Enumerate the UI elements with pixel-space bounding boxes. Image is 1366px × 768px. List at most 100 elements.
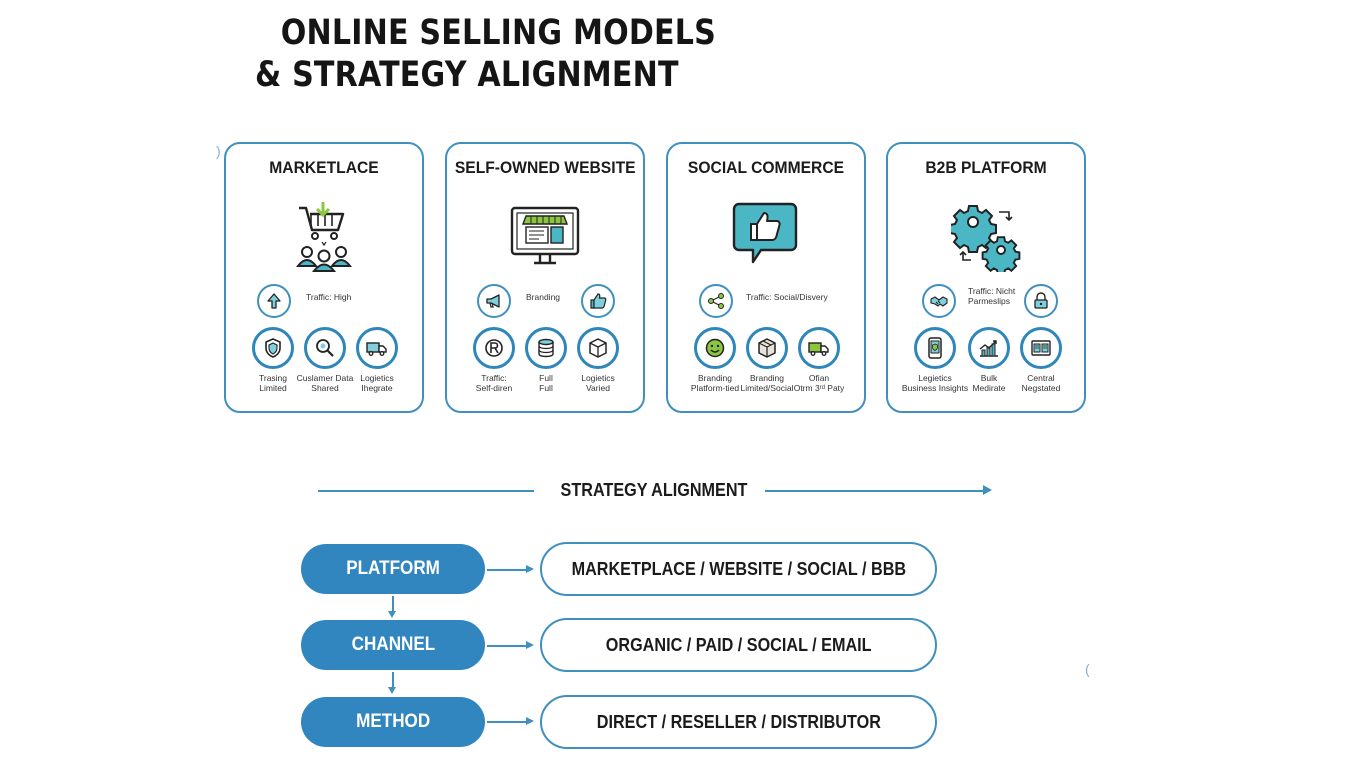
item-label: Traffic: Self-diren [459, 373, 529, 393]
method-arrow [487, 718, 534, 724]
item-label: Full Full [511, 373, 581, 393]
item-label-line: Ihegrate [361, 383, 393, 393]
item-label: Logietics Varied [563, 373, 633, 393]
shield-icon [252, 327, 294, 369]
item-label-line: Bulk [980, 373, 998, 383]
item-label-line: Logietics [581, 373, 615, 383]
item-label-line: Shared [311, 383, 339, 393]
card-social-commerce: SOCIAL COMMERCE Traffic: Social/Disvery … [666, 142, 866, 413]
channel-to-method-arrow [389, 672, 395, 694]
strategy-divider-left [318, 490, 534, 492]
share-icon [699, 284, 733, 318]
channel-arrow [487, 642, 534, 648]
arrow-up-icon [257, 284, 291, 318]
monitor-storefront-icon [510, 200, 580, 272]
box-icon [577, 327, 619, 369]
platform-options-box: MARKETPLACE / WEBSITE / SOCIAL / BBB [540, 542, 937, 596]
thumbs-up-bubble-icon [731, 200, 801, 272]
platform-pill: PLATFORM [301, 544, 485, 594]
growth-chart-icon [968, 327, 1010, 369]
item-label-line: Negstated [1021, 383, 1061, 393]
traffic-text-line: Traffic: Social/Disvery [746, 292, 828, 302]
method-options-box: DIRECT / RESELLER / DISTRIBUTOR [540, 695, 937, 749]
item-label-line: Full [539, 373, 553, 383]
card-title: SOCIAL COMMERCE [687, 158, 845, 177]
traffic-text: Traffic: Social/Disvery [746, 292, 828, 302]
channel-label: CHANNEL [351, 634, 435, 655]
method-label: METHOD [355, 711, 431, 732]
smiley-icon [694, 327, 736, 369]
item-label-line: Trasing [258, 373, 288, 383]
item-label-line: Cuslamer Data [296, 373, 354, 383]
item-label-line: Central [1027, 373, 1055, 383]
branding-text: Branding [526, 292, 560, 302]
card-title: B2B PLATFORM [925, 158, 1047, 177]
item-label: Bulk Medirate [954, 373, 1024, 393]
item-label-line: Legietics [918, 373, 952, 383]
gears-icon [949, 200, 1021, 275]
item-label: Central Negstated [1006, 373, 1076, 393]
item-label-line: Otrm 3ʳᵈ Paty [793, 383, 845, 393]
handshake-icon [922, 284, 956, 318]
megaphone-icon [477, 284, 511, 318]
item-label: Branding Platform-tied [680, 373, 750, 393]
platform-label: PLATFORM [346, 558, 440, 579]
card-marketplace: MARKETLACE Traffic: High Trasing Limite [224, 142, 424, 413]
page-title: ONLINE SELLING MODELS & STRATEGY ALIGNME… [255, 12, 716, 96]
card-branding-row: Branding [447, 284, 643, 318]
package-icon [746, 327, 788, 369]
item-label: Branding Limited/Social [732, 373, 802, 393]
card-traffic-row: Traffic: Social/Disvery [668, 284, 864, 318]
card-traffic-row: Traffic: High [226, 284, 422, 318]
traffic-text-line: Parmeslips [968, 296, 1011, 306]
item-label-line: Limited [259, 383, 287, 393]
strategy-alignment-label: STRATEGY ALIGNMENT [560, 480, 748, 500]
thumbs-up-icon [581, 284, 615, 318]
card-partnerships-row: Traffic: Nicht Parmeslips [888, 284, 1084, 318]
item-label-line: Traffic: [481, 373, 507, 383]
channel-options: ORGANIC / PAID / SOCIAL / EMAIL [605, 634, 872, 655]
delivery-truck-icon [798, 327, 840, 369]
registered-icon [473, 327, 515, 369]
title-line-1: ONLINE SELLING MODELS [280, 13, 716, 53]
item-label-line: Platform-tied [690, 383, 740, 393]
item-label-line: Limited/Social [740, 383, 794, 393]
card-title: MARKETLACE [269, 158, 379, 177]
item-label-line: Ofian [808, 373, 830, 383]
shopping-cart-customers-icon [289, 200, 359, 272]
item-label-line: Branding [697, 373, 733, 383]
strategy-arrow-head [983, 485, 992, 495]
item-label-line: Medirate [972, 383, 1006, 393]
database-icon [525, 327, 567, 369]
item-label: Legietics Business Insights [895, 373, 975, 393]
traffic-text-line: Traffic: Nicht [968, 286, 1016, 296]
truck-icon [356, 327, 398, 369]
branding-text-line: Branding [526, 292, 561, 302]
card-self-owned-website: SELF-OWNED WEBSITE Branding Traffic: Sel… [445, 142, 645, 413]
item-label: Ofian Otrm 3ʳᵈ Paty [784, 373, 854, 393]
decorative-mark: ) [216, 143, 221, 159]
platform-arrow [487, 566, 534, 572]
item-label-line: Logietics [360, 373, 394, 383]
item-label-line: Varied [586, 383, 610, 393]
channel-pill: CHANNEL [301, 620, 485, 670]
strategy-divider-right [765, 490, 985, 492]
platform-options: MARKETPLACE / WEBSITE / SOCIAL / BBB [571, 558, 906, 579]
method-pill: METHOD [301, 697, 485, 747]
traffic-text-line: Traffic: High [306, 292, 352, 302]
item-label-line: Self-diren [475, 383, 513, 393]
title-line-2: & STRATEGY ALIGNMENT [255, 55, 679, 95]
item-label-line: Business Insights [901, 383, 969, 393]
method-options: DIRECT / RESELLER / DISTRIBUTOR [596, 711, 881, 732]
search-icon [304, 327, 346, 369]
lock-icon [1024, 284, 1058, 318]
contract-icon [1020, 327, 1062, 369]
platform-to-channel-arrow [389, 596, 395, 618]
item-label-line: Full [539, 383, 553, 393]
mobile-icon [914, 327, 956, 369]
traffic-text: Traffic: High [306, 292, 351, 302]
card-title: SELF-OWNED WEBSITE [454, 158, 636, 177]
item-label: Trasing Limited [238, 373, 308, 393]
card-b2b-platform: B2B PLATFORM Traffic: Nicht Parmeslips [886, 142, 1086, 413]
item-label-line: Branding [749, 373, 785, 383]
